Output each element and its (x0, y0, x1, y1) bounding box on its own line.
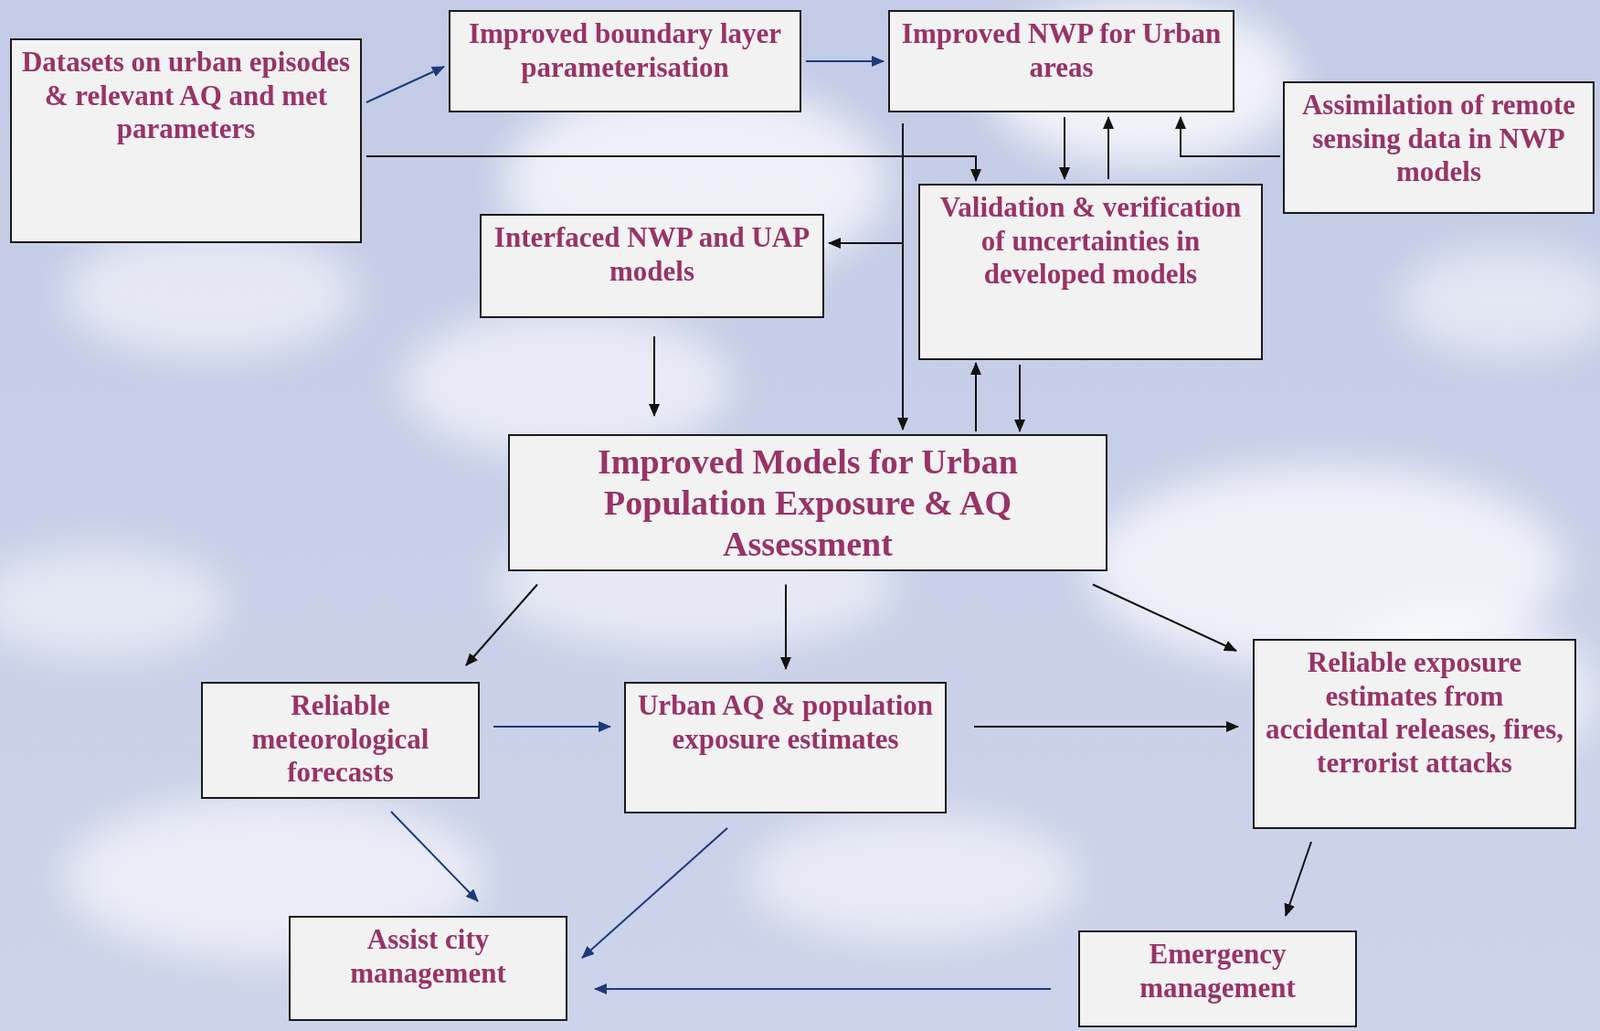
arrow-connector (974, 725, 1239, 728)
box-text: Reliable meteorological forecasts (211, 688, 469, 790)
arrow-connector (1092, 584, 1237, 652)
process-box: Improved boundary layer parameterisation (448, 10, 802, 113)
arrow-connector (901, 123, 904, 430)
arrow-connector (805, 60, 884, 63)
arrow-connector (974, 362, 977, 432)
arrow-connector (391, 811, 478, 901)
process-box: Emergency management (1078, 930, 1357, 1028)
arrow-connector (1063, 116, 1066, 180)
box-text: Assist city management (299, 922, 557, 990)
process-box: Improved NWP for Urban areas (888, 10, 1235, 113)
process-box: Assist city management (288, 915, 568, 1021)
box-text: Improved Models for Urban Population Exp… (519, 441, 1097, 564)
box-text: Assimilation of remote sensing data in N… (1293, 88, 1584, 190)
arrow-connector (582, 827, 728, 958)
clouds (0, 0, 1600, 960)
box-text: Interfaced NWP and UAP models (490, 221, 814, 288)
arrow-connector (366, 66, 445, 103)
arrow-connector (493, 725, 611, 728)
box-text: Emergency management (1089, 937, 1346, 1005)
arrow-connector (784, 584, 787, 670)
process-box: Reliable exposure estimates from acciden… (1252, 638, 1577, 829)
arrow-connector (1107, 116, 1110, 180)
box-text: Datasets on urban episodes & relevant AQ… (21, 45, 351, 147)
arrow-connector (828, 123, 903, 244)
process-box: Interfaced NWP and UAP models (479, 213, 825, 318)
central-box: Improved Models for Urban Population Exp… (508, 434, 1108, 572)
box-text: Improved NWP for Urban areas (899, 17, 1224, 85)
box-text: Validation & verification of uncertainti… (929, 190, 1252, 292)
arrow-connector (594, 987, 1051, 990)
process-box: Urban AQ & population exposure estimates (624, 681, 947, 814)
arrow-connector (1285, 841, 1312, 916)
arrow-connector (466, 584, 538, 667)
arrow-connector (1018, 364, 1021, 432)
process-box: Assimilation of remote sensing data in N… (1282, 81, 1595, 214)
box-text: Improved boundary layer parameterisation (459, 17, 791, 85)
box-text: Reliable exposure estimates from acciden… (1263, 646, 1566, 780)
process-box: Datasets on urban episodes & relevant AQ… (10, 38, 362, 244)
arrow-connector (653, 336, 656, 416)
process-box: Validation & verification of uncertainti… (918, 183, 1263, 361)
box-text: Urban AQ & population exposure estimates (635, 688, 936, 756)
arrow-connector (366, 156, 976, 181)
arrow-connector (1180, 116, 1281, 157)
process-box: Reliable meteorological forecasts (201, 681, 480, 799)
